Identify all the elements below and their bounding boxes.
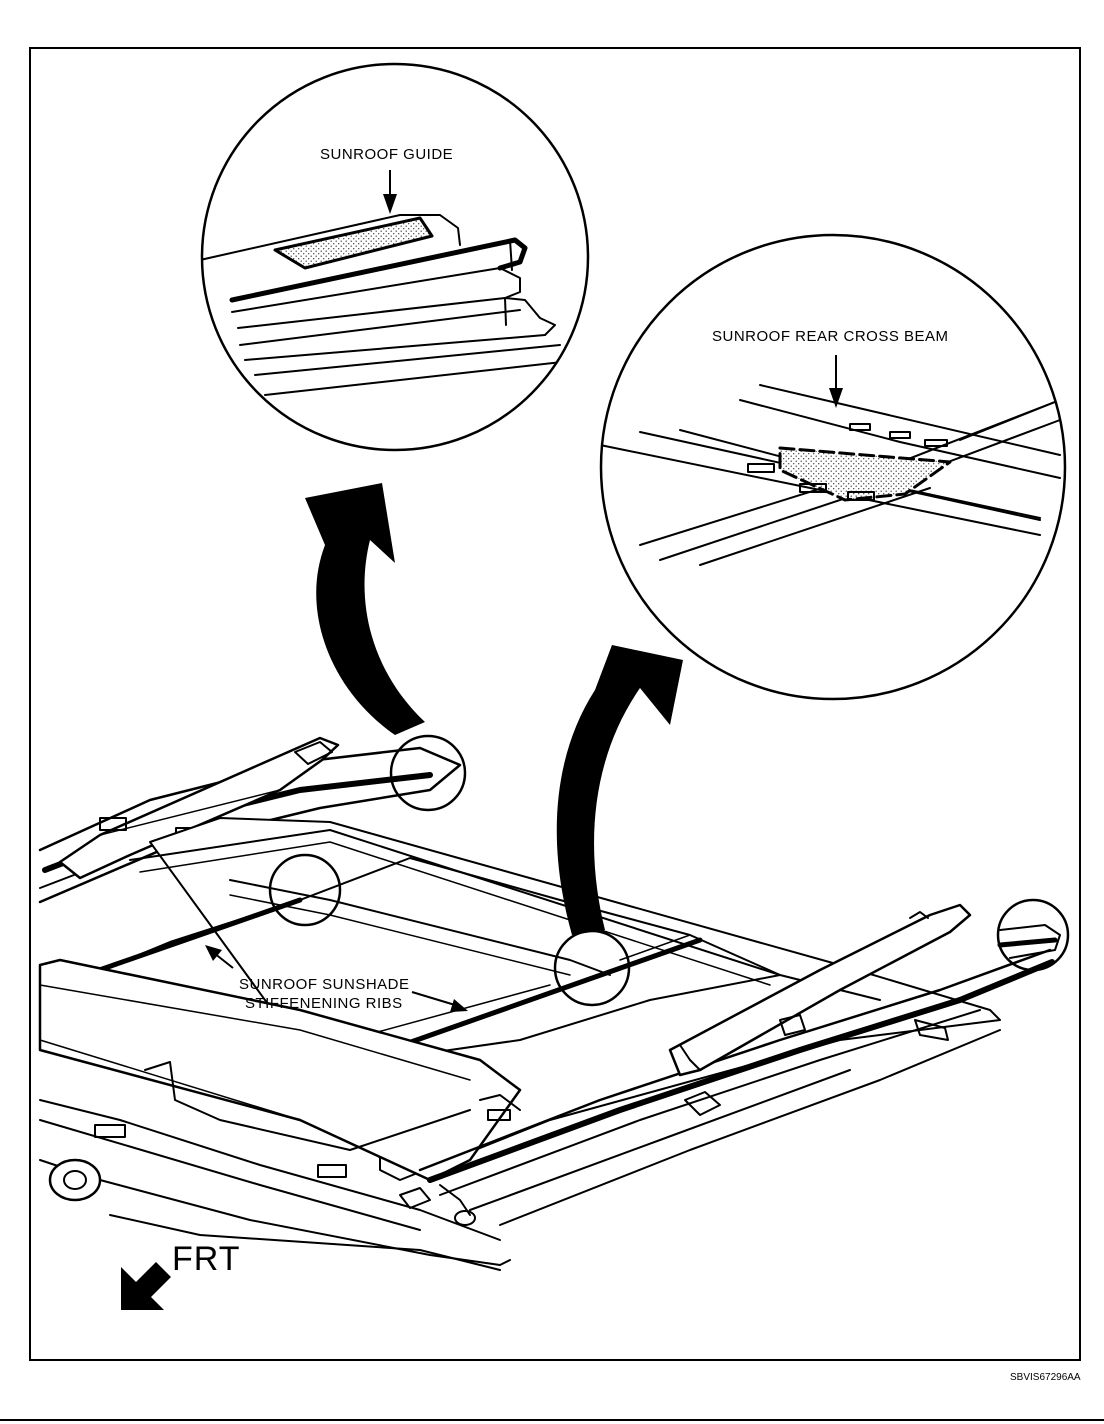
guide-location-circle bbox=[389, 734, 467, 812]
stiffening-ribs-label-line1: SUNROOF SUNSHADE bbox=[239, 976, 410, 993]
crossbeam-location-circle-left bbox=[268, 853, 342, 927]
ribs-leader-line-right bbox=[411, 991, 456, 1006]
page-frame bbox=[29, 47, 1081, 1361]
ribs-leader-arrowhead-right bbox=[450, 999, 468, 1012]
sunroof-guide-label: SUNROOF GUIDE bbox=[320, 146, 454, 163]
figure-code: SBVIS67296AA bbox=[1010, 1372, 1081, 1383]
sunroof-assembly bbox=[38, 736, 1061, 1271]
frt-direction-arrow bbox=[121, 1262, 171, 1310]
crossbeam-detail-drawing bbox=[601, 384, 1061, 566]
guide-detail-circle bbox=[200, 62, 590, 452]
stiffening-ribs-label-line2: STIFFENENING RIBS bbox=[245, 995, 403, 1012]
guide-leader-arrowhead bbox=[383, 194, 397, 214]
frt-label: FRT bbox=[172, 1240, 241, 1278]
guide-detail-drawing bbox=[202, 214, 581, 396]
rear-cross-beam-label: SUNROOF REAR CROSS BEAM bbox=[712, 328, 949, 345]
stiffening-ribs-label: SUNROOF SUNSHADE STIFFENENING RIBS bbox=[239, 975, 410, 1013]
ribs-leader-arrowhead-left bbox=[205, 945, 222, 961]
crossbeam-leader-arrowhead bbox=[829, 388, 843, 408]
curved-arrow-to-crossbeam-detail bbox=[556, 645, 683, 935]
curved-arrow-to-guide-detail bbox=[305, 483, 425, 735]
guide-location-circle-right bbox=[996, 898, 1070, 972]
